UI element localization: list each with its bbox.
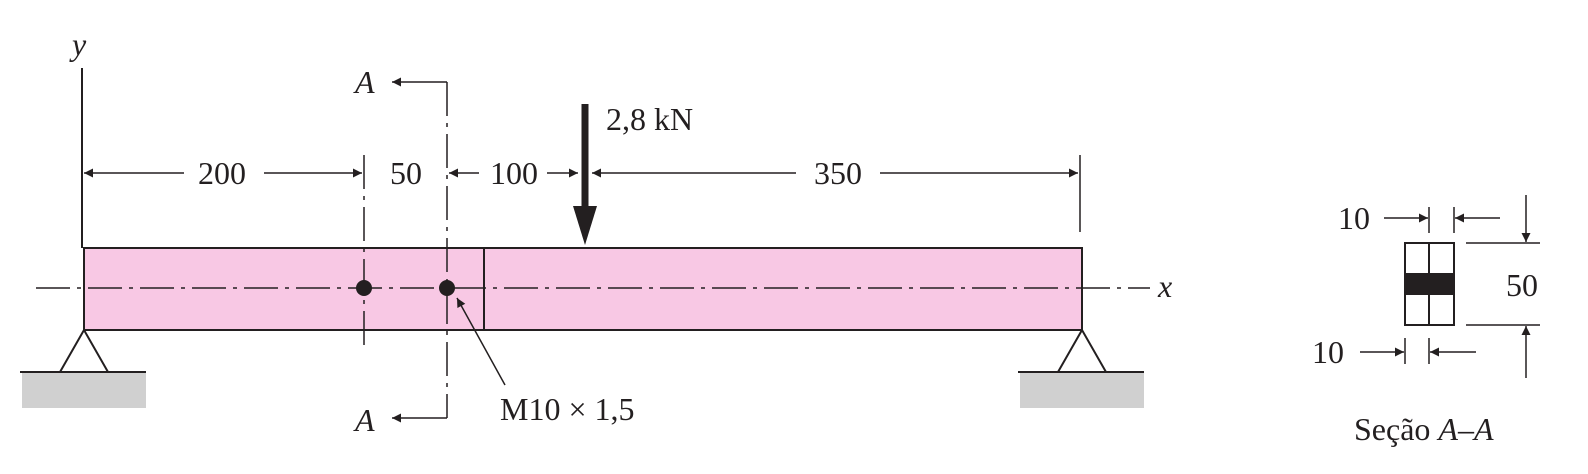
section-caption: Seção A–A bbox=[1354, 411, 1494, 447]
section-label-top: A bbox=[353, 64, 375, 100]
section-label-bottom: A bbox=[353, 402, 375, 438]
left-pin-support bbox=[58, 327, 110, 373]
dim-50-label: 50 bbox=[390, 155, 422, 191]
beam-body bbox=[83, 247, 1083, 331]
sec-width-bottom-label: 10 bbox=[1312, 334, 1344, 370]
x-axis-label: x bbox=[1157, 268, 1172, 304]
bolt-2 bbox=[439, 280, 455, 296]
section-bolt-band bbox=[1405, 273, 1454, 295]
right-ground bbox=[1020, 372, 1144, 408]
bolt-leader-line bbox=[456, 297, 506, 386]
sec-width-top-label: 10 bbox=[1338, 200, 1370, 236]
sec-height-label: 50 bbox=[1506, 267, 1538, 303]
section-caption-mark: A–A bbox=[1436, 411, 1494, 447]
section-detail: 10 10 50 Seção A–A bbox=[1312, 195, 1540, 447]
dim-350-label: 350 bbox=[814, 155, 862, 191]
dim-200-label: 200 bbox=[198, 155, 246, 191]
left-ground bbox=[22, 372, 146, 408]
dim-100-label: 100 bbox=[490, 155, 538, 191]
y-axis-label: y bbox=[69, 26, 87, 62]
right-pin-support bbox=[1056, 327, 1108, 373]
load-label: 2,8 kN bbox=[606, 101, 693, 137]
bolt-1 bbox=[356, 280, 372, 296]
bolt-spec-label: M10 × 1,5 bbox=[500, 391, 635, 427]
section-caption-prefix: Seção bbox=[1354, 411, 1438, 447]
load-arrowhead bbox=[573, 206, 597, 245]
